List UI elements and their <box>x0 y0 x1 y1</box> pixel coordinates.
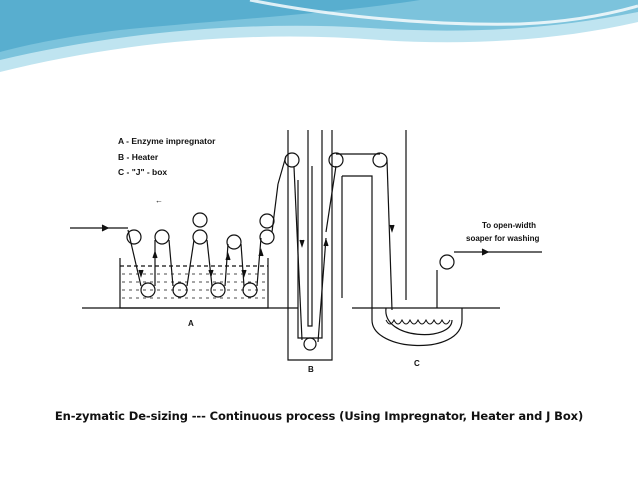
impregnator-a: A <box>70 183 298 328</box>
label-a: A <box>188 319 194 328</box>
legend-item-b: B - Heater <box>118 152 159 162</box>
process-diagram-svg: A - Enzyme impregnator B - Heater C - "J… <box>70 130 542 374</box>
label-b: B <box>308 365 314 372</box>
heater-b: B <box>277 130 333 374</box>
annotation-line-1: To open-width <box>482 221 536 230</box>
transfer-loop <box>325 130 407 311</box>
j-box-c: C To open-width soaper for washing <box>352 221 542 368</box>
label-c: C <box>414 359 420 368</box>
process-diagram: A - Enzyme impregnator B - Heater C - "J… <box>42 120 570 374</box>
wave-white-curve <box>249 0 638 26</box>
legend-item-a: A - Enzyme impregnator <box>118 136 216 146</box>
legend-item-c: C - "J" - box <box>118 167 167 177</box>
wave-highlight <box>0 0 420 52</box>
header-wave-decoration <box>0 0 638 72</box>
annotation-line-2: soaper for washing <box>466 234 539 243</box>
slide-caption: En-zymatic De-sizing --- Continuous proc… <box>54 409 584 423</box>
stray-mark: ← <box>155 196 163 205</box>
